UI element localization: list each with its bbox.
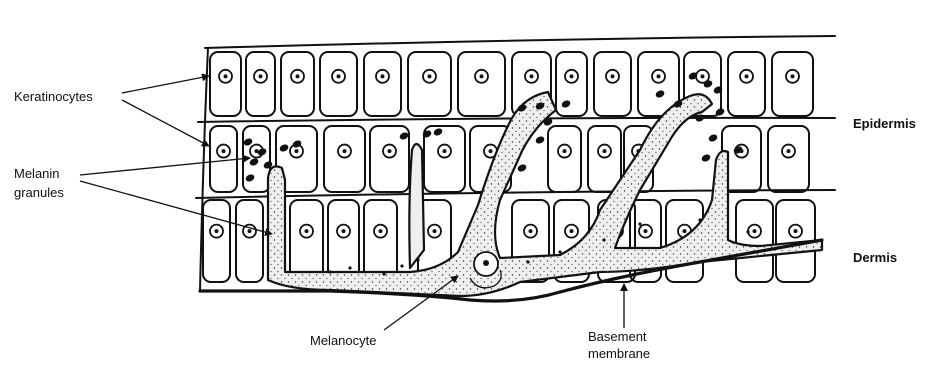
- keratinocyte-cell: [328, 200, 359, 282]
- keratinocyte-cell: [772, 52, 813, 116]
- keratinocyte-cell: [424, 126, 465, 192]
- keratinocyte-cell: [290, 200, 323, 282]
- keratinocyte-nucleolus: [489, 149, 493, 153]
- melanin-dot: [526, 260, 529, 263]
- keratinocyte-nucleolus: [222, 149, 226, 153]
- keratinocyte-nucleolus: [379, 229, 383, 233]
- keratinocyte-cell: [364, 52, 401, 116]
- keratinocyte-nucleolus: [530, 74, 534, 78]
- keratinocyte-cell: [588, 126, 621, 192]
- keratinocyte-nucleolus: [295, 149, 299, 153]
- keratinocyte-nucleolus: [657, 74, 661, 78]
- leader-melanin-upper: [80, 158, 250, 175]
- keratinocyte-cell: [768, 126, 809, 192]
- keratinocyte-cell: [210, 126, 237, 192]
- keratinocyte-cell: [728, 52, 765, 116]
- keratinocyte-nucleolus: [305, 229, 309, 233]
- melanin-dot: [400, 264, 403, 267]
- keratinocyte-nucleolus: [443, 149, 447, 153]
- label-melanin-line2: granules: [14, 185, 64, 200]
- layer-boundary-line: [205, 36, 835, 48]
- melanin-dot: [558, 250, 561, 253]
- melanin-granule: [433, 127, 444, 137]
- melanin-dot: [416, 258, 419, 261]
- label-dermis: Dermis: [853, 250, 897, 265]
- keratinocyte-nucleolus: [611, 74, 615, 78]
- keratinocyte-nucleolus: [794, 229, 798, 233]
- keratinocyte-nucleolus: [215, 229, 219, 233]
- keratinocyte-nucleolus: [337, 74, 341, 78]
- keratinocyte-nucleolus: [381, 74, 385, 78]
- keratinocyte-cell: [556, 52, 587, 116]
- keratinocyte-nucleolus: [529, 229, 533, 233]
- label-basement-line1: Basement: [588, 329, 647, 344]
- keratinocyte-nucleolus: [570, 229, 574, 233]
- keratinocyte-nucleolus: [753, 229, 757, 233]
- leader-melanin-lower: [80, 181, 272, 234]
- keratinocyte-cell: [324, 126, 365, 192]
- melanin-granule: [249, 157, 260, 167]
- keratinocyte-nucleolus: [603, 149, 607, 153]
- keratinocyte-cell: [594, 52, 631, 116]
- keratinocyte-cell: [281, 52, 314, 116]
- keratinocyte-cell: [203, 200, 230, 282]
- melanin-granule: [535, 135, 546, 145]
- keratinocyte-nucleolus: [433, 229, 437, 233]
- keratinocyte-nucleolus: [428, 74, 432, 78]
- keratinocyte-nucleolus: [342, 229, 346, 233]
- keratinocyte-nucleolus: [296, 74, 300, 78]
- keratinocyte-nucleolus: [787, 149, 791, 153]
- melanin-granule: [701, 153, 712, 163]
- melanin-granule: [279, 143, 290, 153]
- keratinocyte-nucleolus: [791, 74, 795, 78]
- label-melanocyte: Melanocyte: [310, 333, 376, 348]
- melanin-dot: [348, 266, 351, 269]
- melanin-dot: [746, 230, 749, 233]
- label-melanin-line1: Melanin: [14, 166, 60, 181]
- melanin-granule: [708, 133, 719, 143]
- melanin-granule: [655, 89, 666, 99]
- label-basement-line2: membrane: [588, 346, 650, 361]
- melanin-granule: [399, 131, 410, 141]
- keratinocyte-cell: [246, 52, 275, 116]
- keratinocyte-nucleolus: [683, 229, 687, 233]
- keratinocyte-nucleolus: [563, 149, 567, 153]
- keratinocyte-cell: [548, 126, 581, 192]
- melanin-granule: [517, 163, 528, 173]
- label-keratinocytes: Keratinocytes: [14, 89, 93, 104]
- leader-keratinocytes-lower: [122, 100, 209, 146]
- keratinocyte-cell: [408, 52, 451, 116]
- keratinocyte-cell: [210, 52, 241, 116]
- melanin-dot: [638, 222, 641, 225]
- keratinocyte-nucleolus: [644, 229, 648, 233]
- keratinocyte-nucleolus: [224, 74, 228, 78]
- melanin-dot: [698, 218, 701, 221]
- keratinocyte-cell: [364, 200, 397, 282]
- label-epidermis: Epidermis: [853, 116, 916, 131]
- keratinocyte-cell: [236, 200, 263, 282]
- melanin-granule: [245, 173, 256, 183]
- leader-keratinocytes-upper: [122, 76, 209, 93]
- melanin-granule: [561, 99, 572, 109]
- keratinocyte-nucleolus: [480, 74, 484, 78]
- melanin-dot: [328, 270, 331, 273]
- melanocyte-dendrite-left: [409, 144, 424, 268]
- melanin-dot: [382, 272, 385, 275]
- keratinocyte-nucleolus: [388, 149, 392, 153]
- melanocyte-nucleolus: [483, 260, 489, 266]
- keratinocyte-nucleolus: [570, 74, 574, 78]
- keratinocyte-nucleolus: [248, 229, 252, 233]
- keratinocyte-cell: [320, 52, 357, 116]
- keratinocyte-cell: [736, 200, 773, 282]
- keratinocyte-nucleolus: [701, 74, 705, 78]
- keratinocyte-cell: [458, 52, 505, 116]
- keratinocyte-nucleolus: [745, 74, 749, 78]
- keratinocyte-nucleolus: [259, 74, 263, 78]
- keratinocyte-nucleolus: [343, 149, 347, 153]
- melanin-dot: [602, 238, 605, 241]
